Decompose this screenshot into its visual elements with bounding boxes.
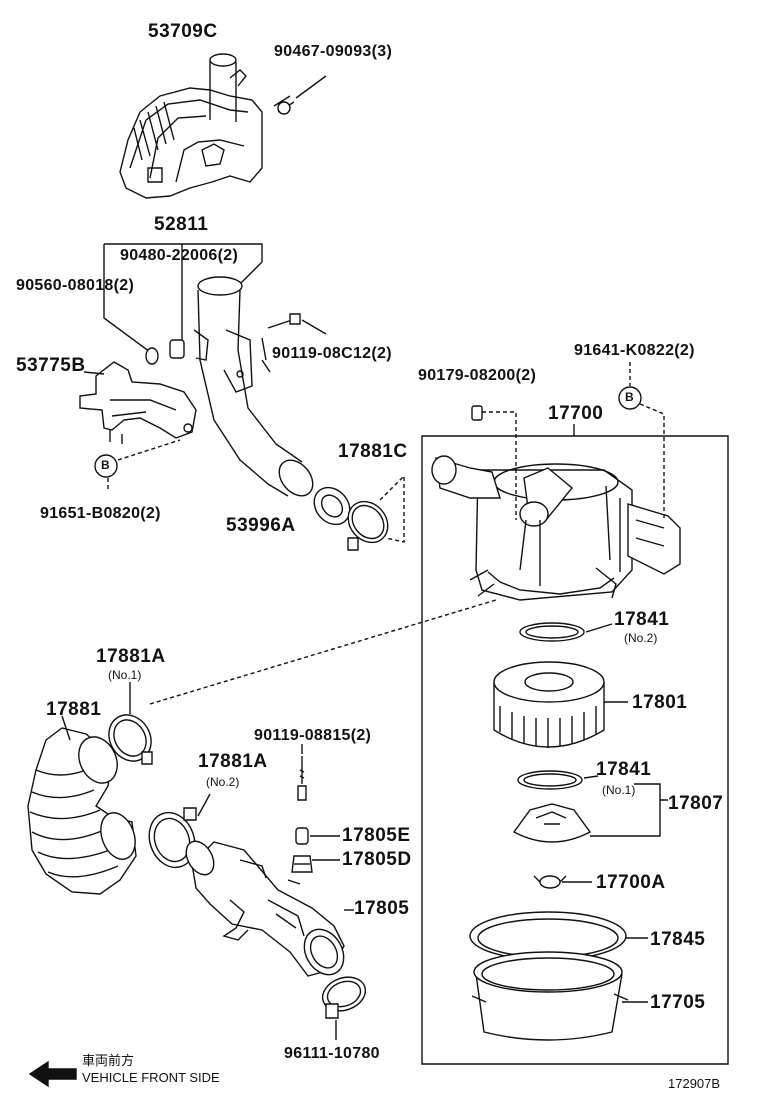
label-17801: 17801 xyxy=(632,692,688,713)
label-17841-no1-sub: (No.1) xyxy=(602,783,636,797)
label-90119b: 90119-08815(2) xyxy=(254,727,372,744)
cover-17807 xyxy=(514,804,590,842)
label-17881a-no1-sub: (No.1) xyxy=(108,668,142,682)
ref-b-left-text: B xyxy=(101,458,110,472)
leader-b-right xyxy=(630,362,664,520)
front-arrow-icon xyxy=(30,1062,76,1086)
label-90179: 90179-08200(2) xyxy=(418,367,537,384)
wing-nut-17700a xyxy=(534,876,566,888)
label-17805e: 17805E xyxy=(342,825,411,846)
label-17881a-no1: 17881A xyxy=(96,646,166,667)
ref-circle-b-right xyxy=(619,387,641,409)
bellows-hose-17881 xyxy=(28,728,141,894)
leader-90119a xyxy=(302,320,326,334)
label-17881a-no2-sub: (No.2) xyxy=(206,775,240,789)
ref-circle-b-left xyxy=(95,455,117,477)
sleeve-53996a xyxy=(307,480,357,531)
label-53775b: 53775B xyxy=(16,355,86,376)
lower-case-17705 xyxy=(472,952,628,1040)
label-90119a: 90119-08C12(2) xyxy=(272,345,392,362)
leader-17807 xyxy=(590,784,668,836)
front-direction-jp: 車両前方 xyxy=(82,1053,135,1068)
inlet-tube-17805 xyxy=(181,836,352,981)
leader-90467 xyxy=(296,76,326,98)
leader-90119a-b xyxy=(262,338,270,372)
collar-17805e xyxy=(296,828,308,844)
label-17881a-no2: 17881A xyxy=(198,751,268,772)
bracket-53775b xyxy=(80,362,196,444)
gasket-17841-no2 xyxy=(520,623,584,641)
label-96111: 96111-10780 xyxy=(284,1045,380,1062)
bolt-90467 xyxy=(274,96,294,114)
label-17841-no2-sub: (No.2) xyxy=(624,631,658,645)
clamp-17881a-no2 xyxy=(142,806,202,874)
leader-17881c xyxy=(380,476,404,542)
label-17705: 17705 xyxy=(650,992,706,1013)
label-17881c: 17881C xyxy=(338,441,408,462)
filter-element-17801 xyxy=(494,662,604,748)
mount-bracket-right xyxy=(628,504,680,574)
grommet-17805d xyxy=(292,856,312,872)
label-17841-no1: 17841 xyxy=(596,759,652,780)
ref-b-right-text: B xyxy=(625,390,634,404)
screw-90119-08c12 xyxy=(268,314,300,328)
leader-hose-to-case xyxy=(150,600,496,704)
assembly-box-17700 xyxy=(422,436,728,1064)
gasket-17841-no1 xyxy=(518,771,582,789)
leader-90179 xyxy=(482,412,516,520)
label-52811: 52811 xyxy=(154,214,209,235)
drawing-number: 172907B xyxy=(668,1076,721,1091)
leader-17881a2 xyxy=(198,794,210,816)
label-17805: 17805 xyxy=(354,898,410,919)
label-90467: 90467-09093(3) xyxy=(274,43,393,60)
clamp-17881a-no1 xyxy=(101,707,160,769)
label-17805d: 17805D xyxy=(342,849,412,870)
bolt-90119-08815 xyxy=(298,756,306,800)
leader-17881 xyxy=(62,716,70,740)
inlet-pipe xyxy=(194,277,320,502)
label-17807: 17807 xyxy=(668,793,724,814)
label-53996a: 53996A xyxy=(226,515,296,536)
label-90480: 90480-22006(2) xyxy=(120,247,239,264)
label-17881: 17881 xyxy=(46,699,102,720)
leader-17841a xyxy=(586,624,612,632)
intake-duct-cover-53709c xyxy=(120,54,262,198)
label-53709c: 53709C xyxy=(148,21,218,42)
label-90560: 90560-08018(2) xyxy=(16,277,135,294)
label-17845: 17845 xyxy=(650,929,706,950)
air-cleaner-case xyxy=(432,456,632,600)
grommet-90179 xyxy=(472,406,482,420)
leader-b-left xyxy=(108,440,180,490)
clamp-96111 xyxy=(318,971,370,1018)
clamp-17881c xyxy=(340,494,396,551)
leader-52811 xyxy=(104,244,262,352)
label-91651: 91651-B0820(2) xyxy=(40,505,161,522)
collars-90560-90480 xyxy=(146,340,184,364)
front-direction-en: VEHICLE FRONT SIDE xyxy=(82,1070,220,1085)
leader-53775b xyxy=(84,372,104,374)
leader-17841b xyxy=(584,776,598,778)
label-17700a: 17700A xyxy=(596,872,666,893)
label-17700: 17700 xyxy=(548,403,604,424)
label-91641: 91641-K0822(2) xyxy=(574,342,695,359)
label-17841-no2: 17841 xyxy=(614,609,670,630)
